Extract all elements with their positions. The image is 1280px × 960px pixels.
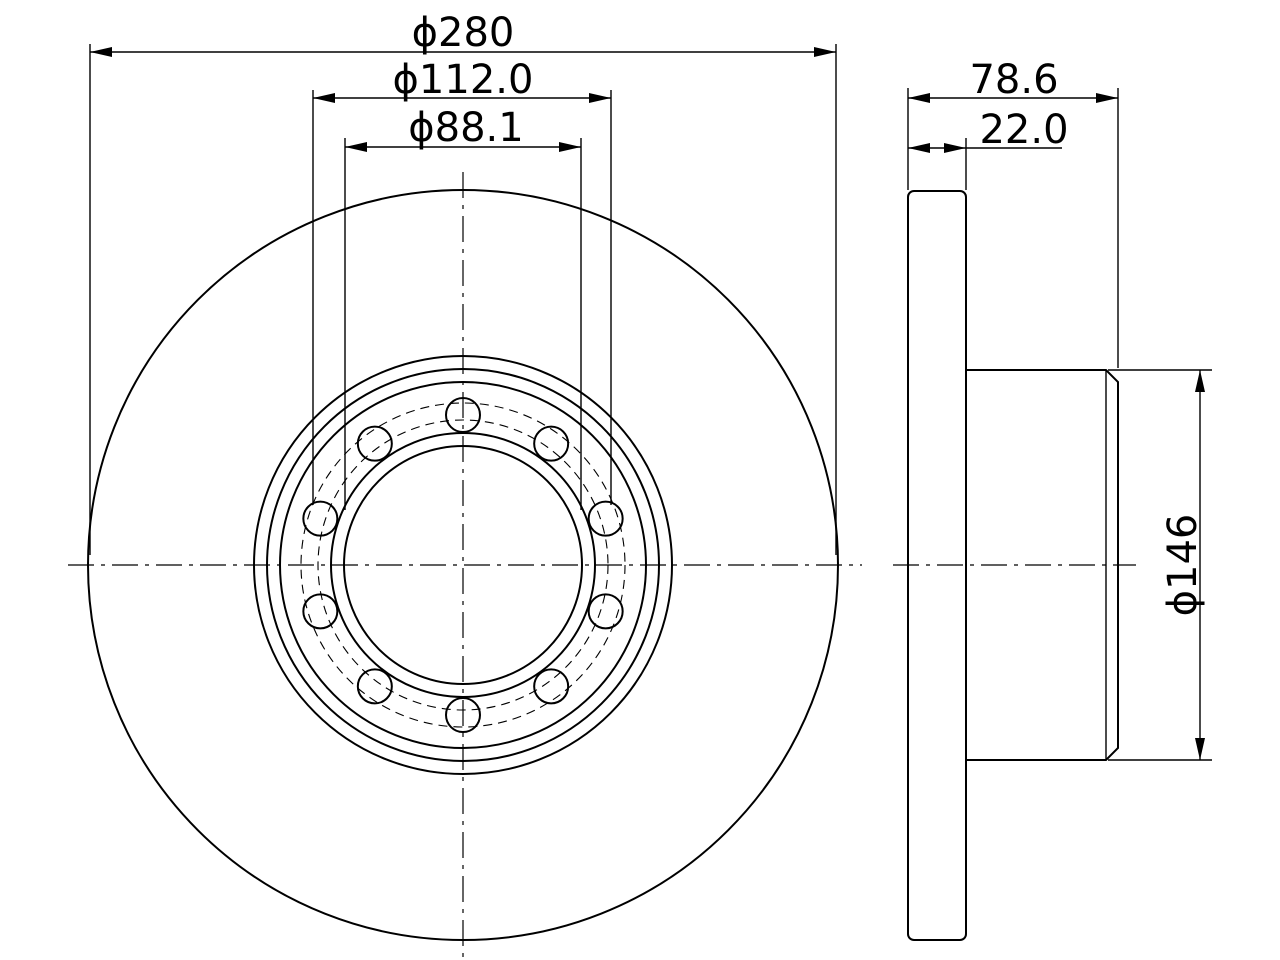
side-view bbox=[893, 190, 1136, 941]
overall-height-label: 78.6 bbox=[969, 57, 1058, 103]
dimension-outer-diameter: ϕ280 bbox=[89, 10, 837, 555]
bolt-hole bbox=[302, 593, 339, 630]
bolt-hole bbox=[445, 397, 481, 433]
bolt-holes bbox=[302, 397, 624, 733]
bolt-hole bbox=[533, 668, 570, 705]
bolt-hole bbox=[356, 425, 393, 462]
bolt-circle-diameter-label: ϕ112.0 bbox=[393, 57, 534, 103]
side-hub-profile bbox=[966, 369, 1119, 761]
dimension-bolt-circle-diameter: ϕ112.0 bbox=[312, 57, 612, 505]
disc-thickness-label: 22.0 bbox=[979, 107, 1068, 153]
front-view bbox=[68, 172, 862, 958]
bolt-hole bbox=[533, 425, 570, 462]
bolt-circle-hidden-inner bbox=[317, 419, 609, 711]
dimension-overall-height: 78.6 bbox=[907, 57, 1119, 368]
bolt-hole bbox=[302, 500, 339, 537]
dimension-hub-diameter: ϕ146 bbox=[1108, 369, 1212, 761]
outer-disc-edge bbox=[87, 189, 839, 941]
side-disc-plate bbox=[907, 190, 967, 941]
bolt-hole bbox=[587, 500, 624, 537]
dimension-disc-thickness: 22.0 bbox=[908, 107, 1069, 190]
hub-diameter-label: ϕ146 bbox=[1160, 514, 1206, 617]
center-bore-edge bbox=[343, 445, 583, 685]
hub-ring-2 bbox=[266, 368, 660, 762]
outer-diameter-label: ϕ280 bbox=[412, 10, 515, 56]
bolt-hole bbox=[587, 593, 624, 630]
hub-ring-3 bbox=[279, 381, 647, 749]
bolt-circle-hidden-outer bbox=[300, 402, 626, 728]
dimension-center-bore-diameter: ϕ88.1 bbox=[344, 105, 582, 510]
center-bore-diameter-label: ϕ88.1 bbox=[408, 105, 523, 151]
bolt-hole bbox=[356, 668, 393, 705]
bolt-hole bbox=[445, 697, 481, 733]
hub-outer-ring bbox=[253, 355, 673, 775]
